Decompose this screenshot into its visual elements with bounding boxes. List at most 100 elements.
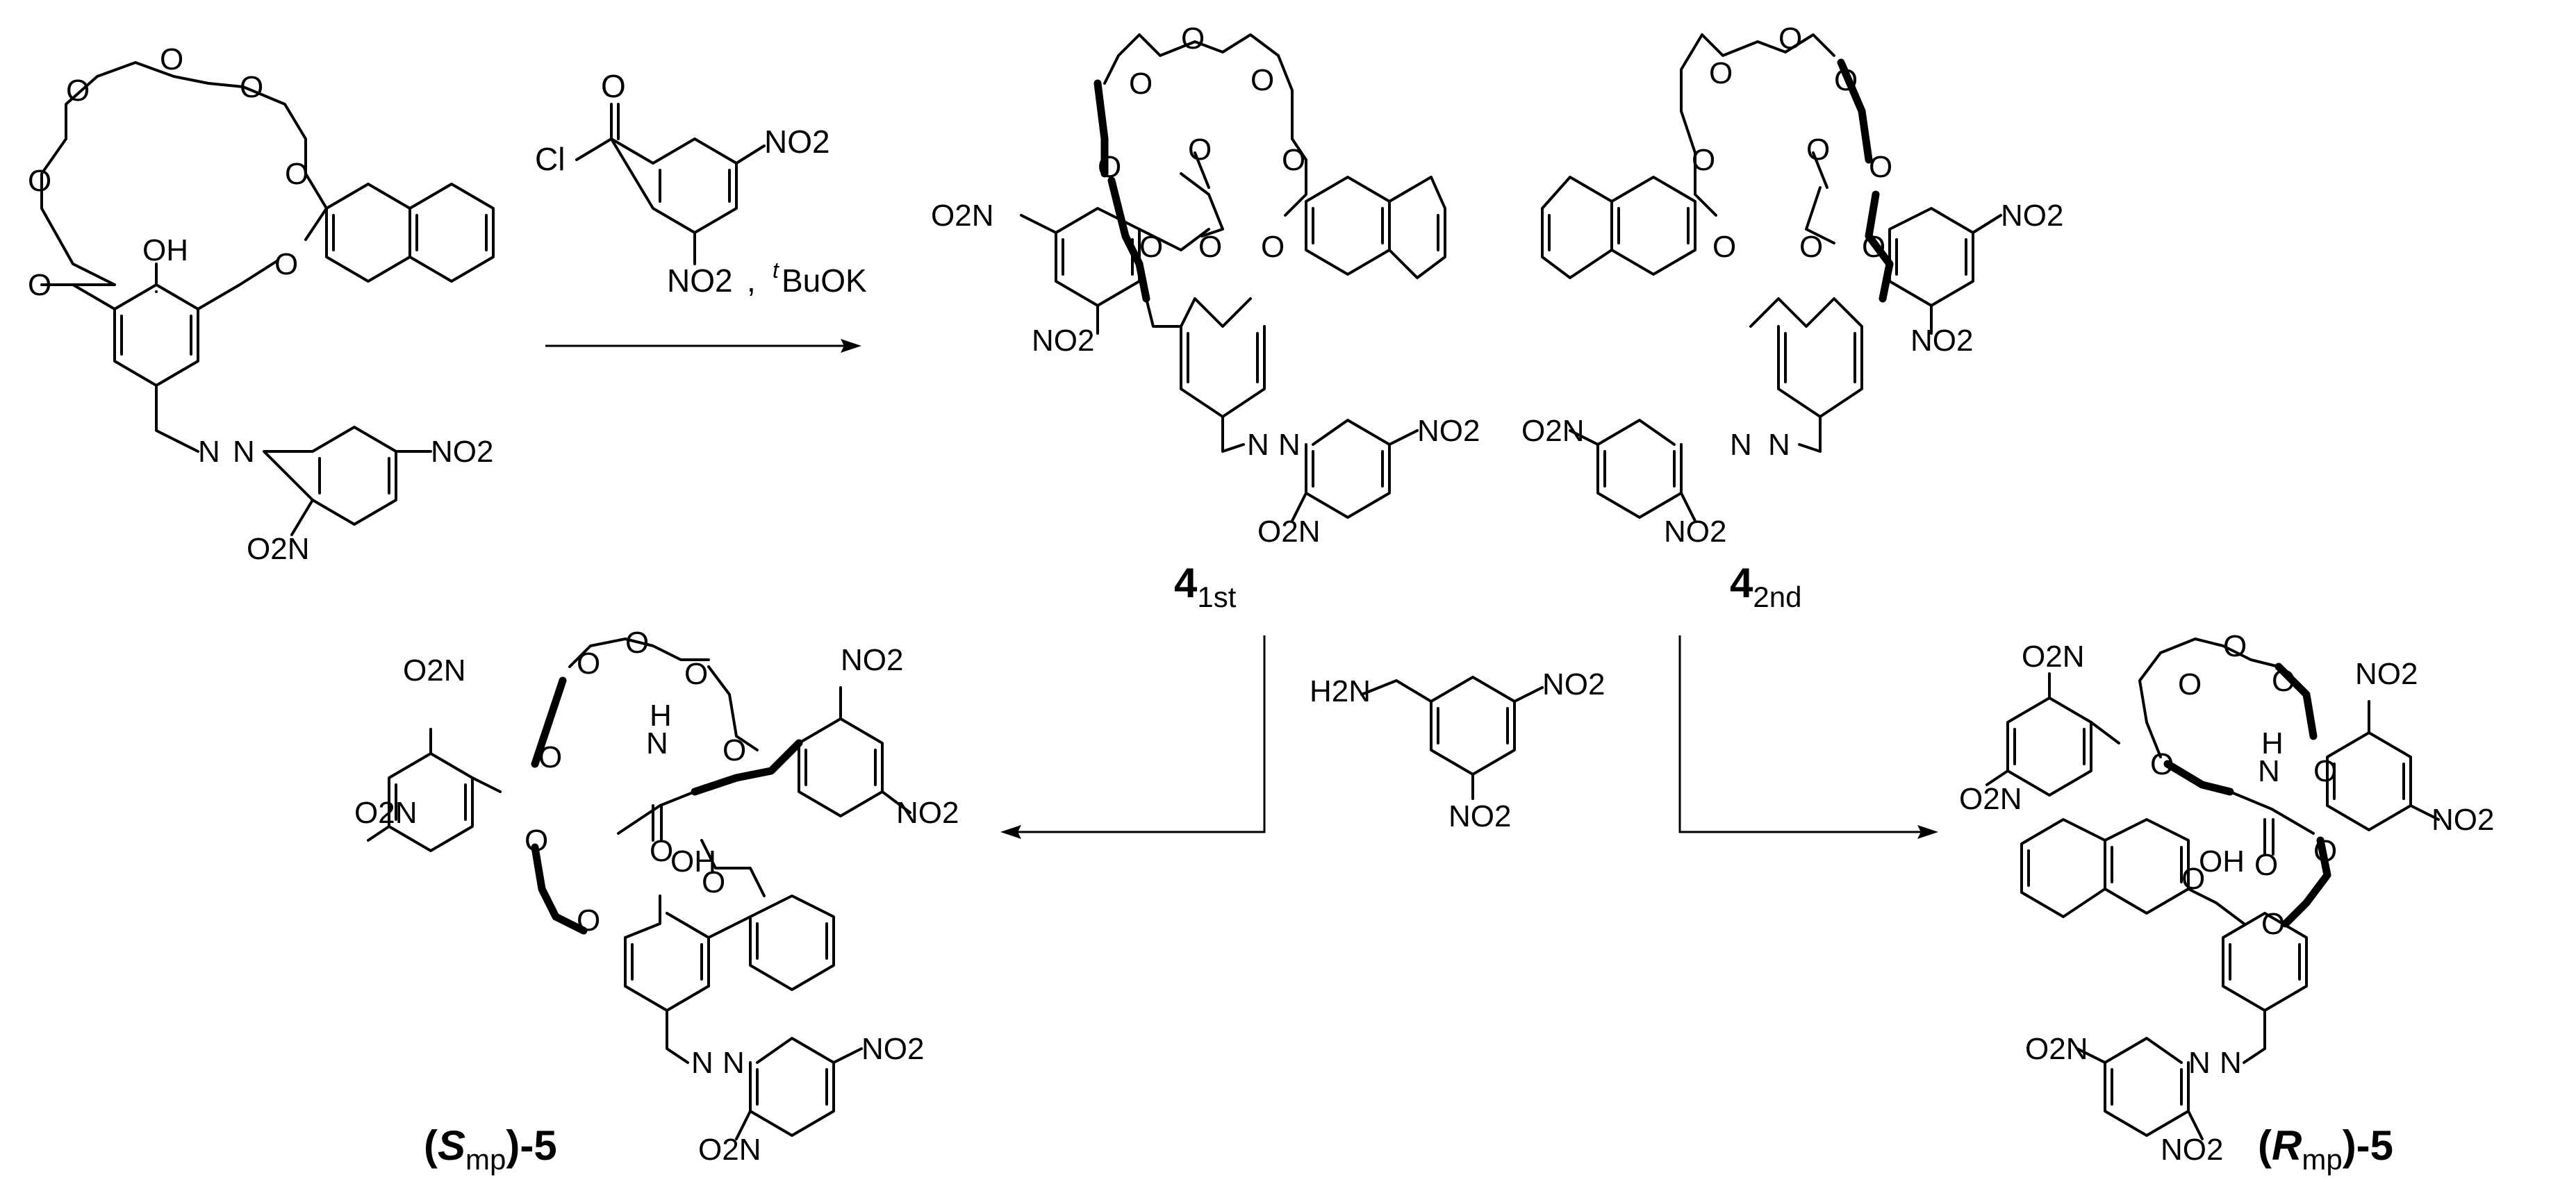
nitro-group-label: NO2: [2161, 1133, 2223, 1167]
nitro-group-label: NO2: [1032, 324, 1094, 358]
nitro-group-label: O2N: [354, 796, 417, 830]
carbonyl-oxygen: O: [1188, 133, 1212, 167]
crown-oxygen: O: [160, 42, 183, 76]
nitro-group-label: O2N: [2022, 640, 2084, 674]
nitro-group-label: NO2: [2001, 199, 2063, 233]
crown-oxygen: O: [1282, 143, 1305, 177]
azo-nitrogen: N: [198, 435, 220, 469]
nitro-group-label: NO2: [764, 124, 830, 160]
carbonyl-oxygen: O: [650, 834, 673, 868]
nitro-group-label: O2N: [403, 654, 465, 688]
nitro-group-label: O2N: [698, 1133, 761, 1167]
crown-oxygen: O: [577, 904, 600, 938]
crown-oxygen: O: [2272, 664, 2295, 698]
ester-oxygen: O: [1198, 230, 1222, 264]
crown-oxygen: O: [1862, 230, 1885, 264]
reaction-arrow-right: [1678, 635, 1938, 839]
chloride-label: Cl: [535, 141, 565, 177]
amine-label: H2N: [1310, 674, 1371, 708]
hydroxyl-label: OH: [2199, 844, 2245, 879]
crown-oxygen: O: [2313, 834, 2337, 868]
carbonyl-oxygen: O: [2254, 848, 2278, 882]
compound-s-mp-5: O O O O O O N H O O OH O O2N O2N NO2 NO2…: [354, 626, 959, 1176]
crown-oxygen: O: [1709, 56, 1733, 90]
nitro-group-label: NO2: [1542, 667, 1605, 701]
nitro-group-label: O2N: [247, 532, 309, 566]
crown-oxygen: O: [285, 157, 308, 191]
amide-hydrogen: H: [2261, 726, 2284, 760]
nitro-group-label: NO2: [431, 435, 493, 469]
crown-oxygen: O: [1712, 230, 1736, 264]
crown-oxygen: O: [1778, 22, 1802, 56]
base-label: BuOK: [782, 263, 867, 299]
nitro-group-label: O2N: [931, 199, 993, 233]
azo-nitrogen: N: [1247, 428, 1269, 462]
crown-oxygen: O: [1098, 150, 1121, 184]
amide-hydrogen: H: [650, 699, 672, 733]
crown-oxygen: O: [2261, 907, 2285, 941]
azo-nitrogen: N: [1278, 428, 1301, 462]
nitro-group-label: NO2: [896, 796, 959, 830]
crown-oxygen: O: [577, 647, 600, 681]
crown-oxygen: O: [2178, 667, 2202, 701]
crown-oxygen: O: [1261, 230, 1285, 264]
compound-4-1st: O O O O O O O O O O2N NO2 N N NO2 O2N 41…: [931, 22, 1480, 613]
amide-nitrogen: N: [646, 726, 668, 760]
crown-oxygen: O: [240, 70, 263, 104]
crown-oxygen: O: [1692, 143, 1715, 177]
crown-oxygen: O: [2313, 754, 2337, 788]
crown-oxygen: O: [1869, 150, 1892, 184]
azo-nitrogen: N: [1768, 428, 1790, 462]
nitro-group-label: O2N: [1257, 515, 1320, 549]
compound-r-mp-5: O O O O O O N H O OH O O O2N O2N NO2 NO2…: [1959, 629, 2494, 1176]
nitro-group-label: NO2: [861, 1032, 924, 1066]
crown-oxygen: O: [684, 657, 708, 691]
nitro-group-label: O2N: [1959, 782, 2022, 816]
crown-oxygen: O: [1129, 67, 1153, 101]
nitro-group-label: NO2: [1664, 515, 1726, 549]
hydroxyl-label: OH: [670, 844, 716, 879]
nitro-group-label: NO2: [1910, 324, 1973, 358]
crown-oxygen: O: [66, 74, 90, 108]
hydroxyl-label: OH: [142, 233, 188, 267]
ester-oxygen: O: [1799, 230, 1823, 264]
crown-oxygen: O: [274, 247, 298, 281]
crown-oxygen: O: [28, 268, 51, 302]
crown-oxygen: O: [538, 740, 562, 774]
crown-oxygen: O: [2150, 747, 2174, 781]
amine-reagent: H2N NO2 NO2: [1310, 667, 1605, 833]
nitro-group-label: O2N: [2025, 1032, 2088, 1066]
crown-oxygen: O: [723, 733, 746, 767]
crown-oxygen: O: [525, 824, 548, 858]
azo-nitrogen: N: [691, 1046, 713, 1080]
nitro-group-label: NO2: [2355, 657, 2418, 691]
nitro-group-label: NO2: [2431, 803, 2494, 837]
compound-label: 41st: [1174, 560, 1237, 613]
nitro-group-label: NO2: [841, 643, 903, 677]
amide-nitrogen: N: [2258, 754, 2280, 788]
crown-oxygen: O: [2223, 629, 2247, 663]
crown-oxygen: O: [1834, 63, 1858, 97]
compound-label: (Smp)-5: [424, 1122, 557, 1176]
reagent-separator: ,: [747, 263, 756, 299]
azo-nitrogen: N: [2188, 1046, 2211, 1080]
azo-nitrogen: N: [723, 1046, 745, 1080]
compound-label: (Rmp)-5: [2258, 1122, 2393, 1176]
nitro-group-label: O2N: [1521, 414, 1584, 448]
crown-oxygen: O: [2181, 862, 2205, 896]
azo-nitrogen: N: [1730, 428, 1752, 462]
crown-oxygen: O: [28, 164, 51, 198]
crown-oxygen: O: [1181, 22, 1205, 56]
carbonyl-oxygen: O: [601, 68, 626, 104]
carbonyl-oxygen: O: [1806, 133, 1830, 167]
nitro-group-label: NO2: [1448, 799, 1511, 833]
reaction-arrow-left: [1000, 635, 1266, 839]
crown-oxygen: O: [702, 865, 725, 899]
starting-material: O O O O O O O OH N N NO2 O2N: [28, 42, 495, 566]
compound-label: 42nd: [1730, 560, 1801, 613]
tert-superscript: t: [773, 258, 779, 283]
nitro-group-label: NO2: [1417, 414, 1480, 448]
azo-nitrogen: N: [233, 435, 255, 469]
azo-nitrogen: N: [2220, 1046, 2242, 1080]
